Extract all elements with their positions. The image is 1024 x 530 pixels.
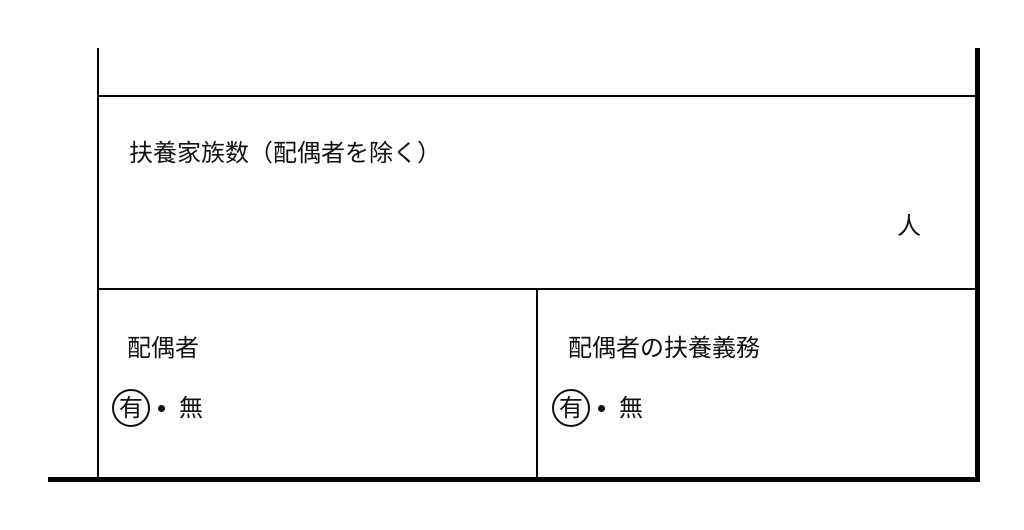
column-divider	[536, 289, 538, 479]
spouse-option-no[interactable]: 無	[179, 394, 203, 422]
left-border	[97, 48, 99, 480]
spouse-support-option-yes[interactable]: 有	[552, 389, 590, 427]
spouse-label: 配偶者	[127, 334, 199, 362]
spouse-support-label: 配偶者の扶養義務	[568, 334, 760, 362]
bottom-border	[48, 477, 980, 482]
spouse-support-choice: 有 無	[552, 389, 643, 427]
row-divider-top	[97, 95, 977, 97]
dependents-label: 扶養家族数（配偶者を除く）	[129, 139, 441, 167]
spouse-choice: 有 無	[112, 389, 203, 427]
dependents-unit: 人	[897, 212, 921, 240]
right-border	[975, 48, 980, 481]
spouse-support-option-no[interactable]: 無	[619, 394, 643, 422]
spouse-option-yes[interactable]: 有	[112, 389, 150, 427]
spouse-cell: 配偶者 有 無	[99, 290, 536, 477]
separator-dot-icon	[158, 404, 165, 412]
dependents-field[interactable]: 扶養家族数（配偶者を除く） 人	[99, 97, 975, 288]
spouse-support-cell: 配偶者の扶養義務 有 無	[538, 290, 975, 477]
separator-dot-icon	[598, 404, 605, 412]
